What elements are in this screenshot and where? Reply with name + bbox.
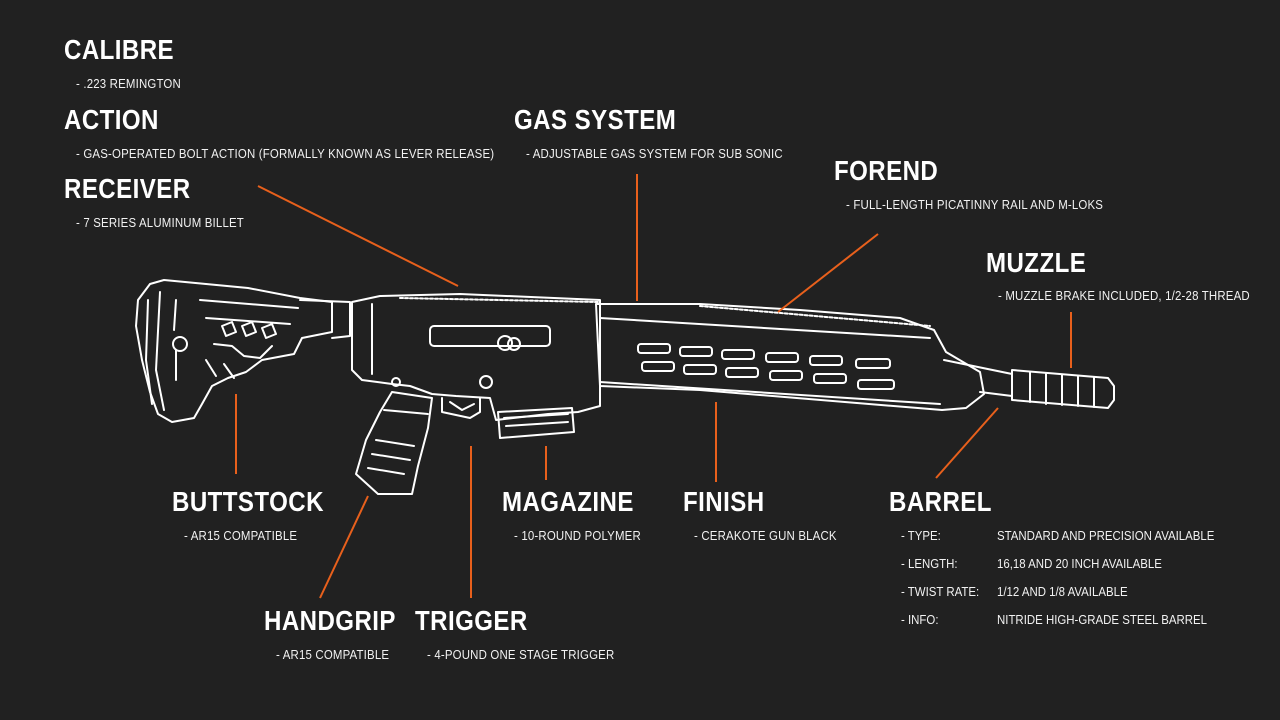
barrel-spec-label: - LENGTH: xyxy=(901,556,958,571)
forend-title: FOREND xyxy=(834,155,939,186)
handgrip-shape xyxy=(355,391,433,495)
forend-desc: - FULL-LENGTH PICATINNY RAIL AND M-LOKS xyxy=(846,197,1104,212)
trigger-desc: - 4-POUND ONE STAGE TRIGGER xyxy=(427,647,615,662)
barrel-spec-label: - INFO: xyxy=(901,612,939,627)
barrel-shape xyxy=(943,359,1115,409)
barrel-title: BARREL xyxy=(889,486,992,517)
barrel-spec-value: 16,18 AND 20 INCH AVAILABLE xyxy=(997,556,1162,571)
barrel-spec-value: 1/12 AND 1/8 AVAILABLE xyxy=(997,584,1128,599)
magazine-shape xyxy=(497,407,575,439)
forend-leader xyxy=(777,233,879,313)
buttstock-shape xyxy=(135,279,351,423)
rifle-icon xyxy=(135,279,1115,495)
muzzle-title: MUZZLE xyxy=(986,247,1087,278)
barrel-spec-value: STANDARD AND PRECISION AVAILABLE xyxy=(997,528,1215,543)
gas-system-title: GAS SYSTEM xyxy=(514,104,677,135)
action-desc: - GAS-OPERATED BOLT ACTION (FORMALLY KNO… xyxy=(76,146,495,161)
leader-lines xyxy=(235,174,1072,599)
receiver-title: RECEIVER xyxy=(64,173,191,204)
forend-shape xyxy=(595,303,985,411)
receiver-shape xyxy=(351,293,601,421)
handgrip-desc: - AR15 COMPATIBLE xyxy=(276,647,390,662)
calibre-title: CALIBRE xyxy=(64,34,175,65)
magazine-title: MAGAZINE xyxy=(502,486,634,517)
finish-title: FINISH xyxy=(683,486,765,517)
barrel-spec-value: NITRIDE HIGH-GRADE STEEL BARREL xyxy=(997,612,1207,627)
calibre-desc: - .223 REMINGTON xyxy=(76,76,181,91)
muzzle-desc: - MUZZLE BRAKE INCLUDED, 1/2-28 THREAD xyxy=(998,288,1250,303)
handgrip-leader xyxy=(319,495,369,599)
barrel-leader xyxy=(935,407,999,479)
trigger-title: TRIGGER xyxy=(415,605,528,636)
receiver-desc: - 7 SERIES ALUMINUM BILLET xyxy=(76,215,244,230)
gas-system-desc: - ADJUSTABLE GAS SYSTEM FOR SUB SONIC xyxy=(526,146,783,161)
buttstock-title: BUTTSTOCK xyxy=(172,486,324,517)
receiver-leader xyxy=(257,185,459,287)
barrel-spec-label: - TWIST RATE: xyxy=(901,584,980,599)
action-title: ACTION xyxy=(64,104,159,135)
buttstock-desc: - AR15 COMPATIBLE xyxy=(184,528,298,543)
finish-desc: - CERAKOTE GUN BLACK xyxy=(694,528,837,543)
barrel-spec-label: - TYPE: xyxy=(901,528,941,543)
magazine-desc: - 10-ROUND POLYMER xyxy=(514,528,641,543)
handgrip-title: HANDGRIP xyxy=(264,605,396,636)
